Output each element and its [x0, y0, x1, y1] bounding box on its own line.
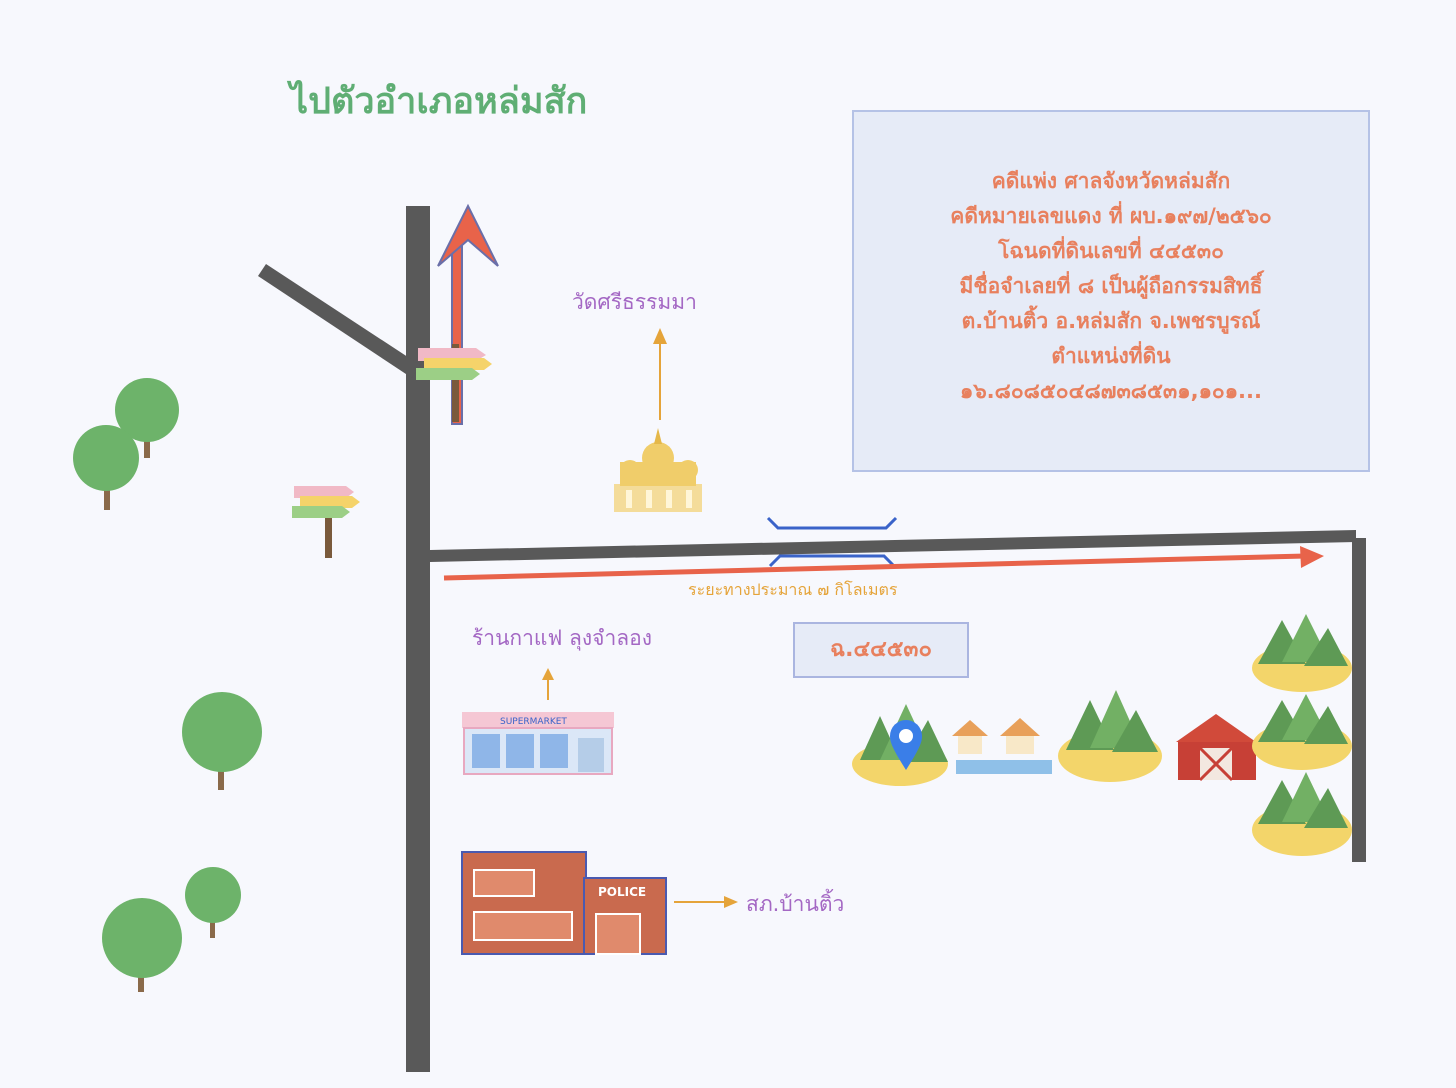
temple-icon [614, 328, 702, 512]
info-line: มีชื่อจำเลยที่ ๘ เป็นผู้ถือกรรมสิทธิ์ [959, 274, 1263, 298]
main-road-vertical [406, 206, 430, 1072]
police-station-icon: POLICE [461, 851, 738, 955]
tree-icon [182, 692, 262, 790]
info-line: คดีแพ่ง ศาลจังหวัดหล่มสัก [991, 169, 1231, 193]
distance-label: ระยะทางประมาณ ๗ กิโลเมตร [688, 580, 898, 599]
bridge-icon [766, 516, 898, 568]
tree-icon [102, 898, 182, 992]
cafe-label: ร้านกาแฟ ลุงจำลอง [472, 626, 652, 650]
north-arrow-icon [437, 203, 499, 425]
info-line: ตำแหน่งที่ดิน [1051, 344, 1171, 368]
forest-icon [1252, 614, 1352, 692]
forest-icon [1252, 694, 1352, 770]
police-station-label: สภ.บ้านติ้ว [746, 892, 845, 916]
distance-arrow-icon [443, 546, 1324, 581]
supermarket-icon: SUPERMARKET [462, 668, 614, 775]
tree-icon [115, 378, 179, 458]
resort-huts-icon [952, 718, 1052, 774]
signpost-icon [416, 344, 492, 422]
police-sign: POLICE [598, 885, 646, 899]
barn-icon [1176, 714, 1256, 782]
forest-icon [1252, 772, 1352, 856]
map-title: ไปตัวอำเภอหล่มสัก [290, 81, 588, 122]
tree-icon [185, 867, 241, 938]
supermarket-sign: SUPERMARKET [500, 717, 567, 727]
forest-icon [1058, 690, 1162, 782]
case-info-box: คดีแพ่ง ศาลจังหวัดหล่มสัก คดีหมายเลขแดง … [852, 110, 1370, 472]
branch-road [258, 264, 420, 378]
info-line: ต.บ้านติ้ว อ.หล่มสัก จ.เพชรบูรณ์ [961, 309, 1261, 333]
side-road-horizontal [430, 530, 1356, 562]
tree-icon [73, 425, 139, 510]
side-road-end [1352, 538, 1366, 862]
signpost-icon [292, 486, 360, 558]
location-pin-icon [890, 720, 922, 770]
plot-number-box: ฉ.๔๔๕๓๐ [793, 622, 969, 678]
temple-label: วัดศรีธรรมมา [572, 290, 697, 314]
info-line: ๑๖.๘๐๘๕๐๔๘๗๓๘๕๓๑,๑๐๑... [960, 379, 1262, 403]
info-line: คดีหมายเลขแดง ที่ ผบ.๑๙๗/๒๕๖๐ [950, 204, 1272, 228]
info-line: โฉนดที่ดินเลขที่ ๔๔๕๓๐ [998, 239, 1224, 263]
